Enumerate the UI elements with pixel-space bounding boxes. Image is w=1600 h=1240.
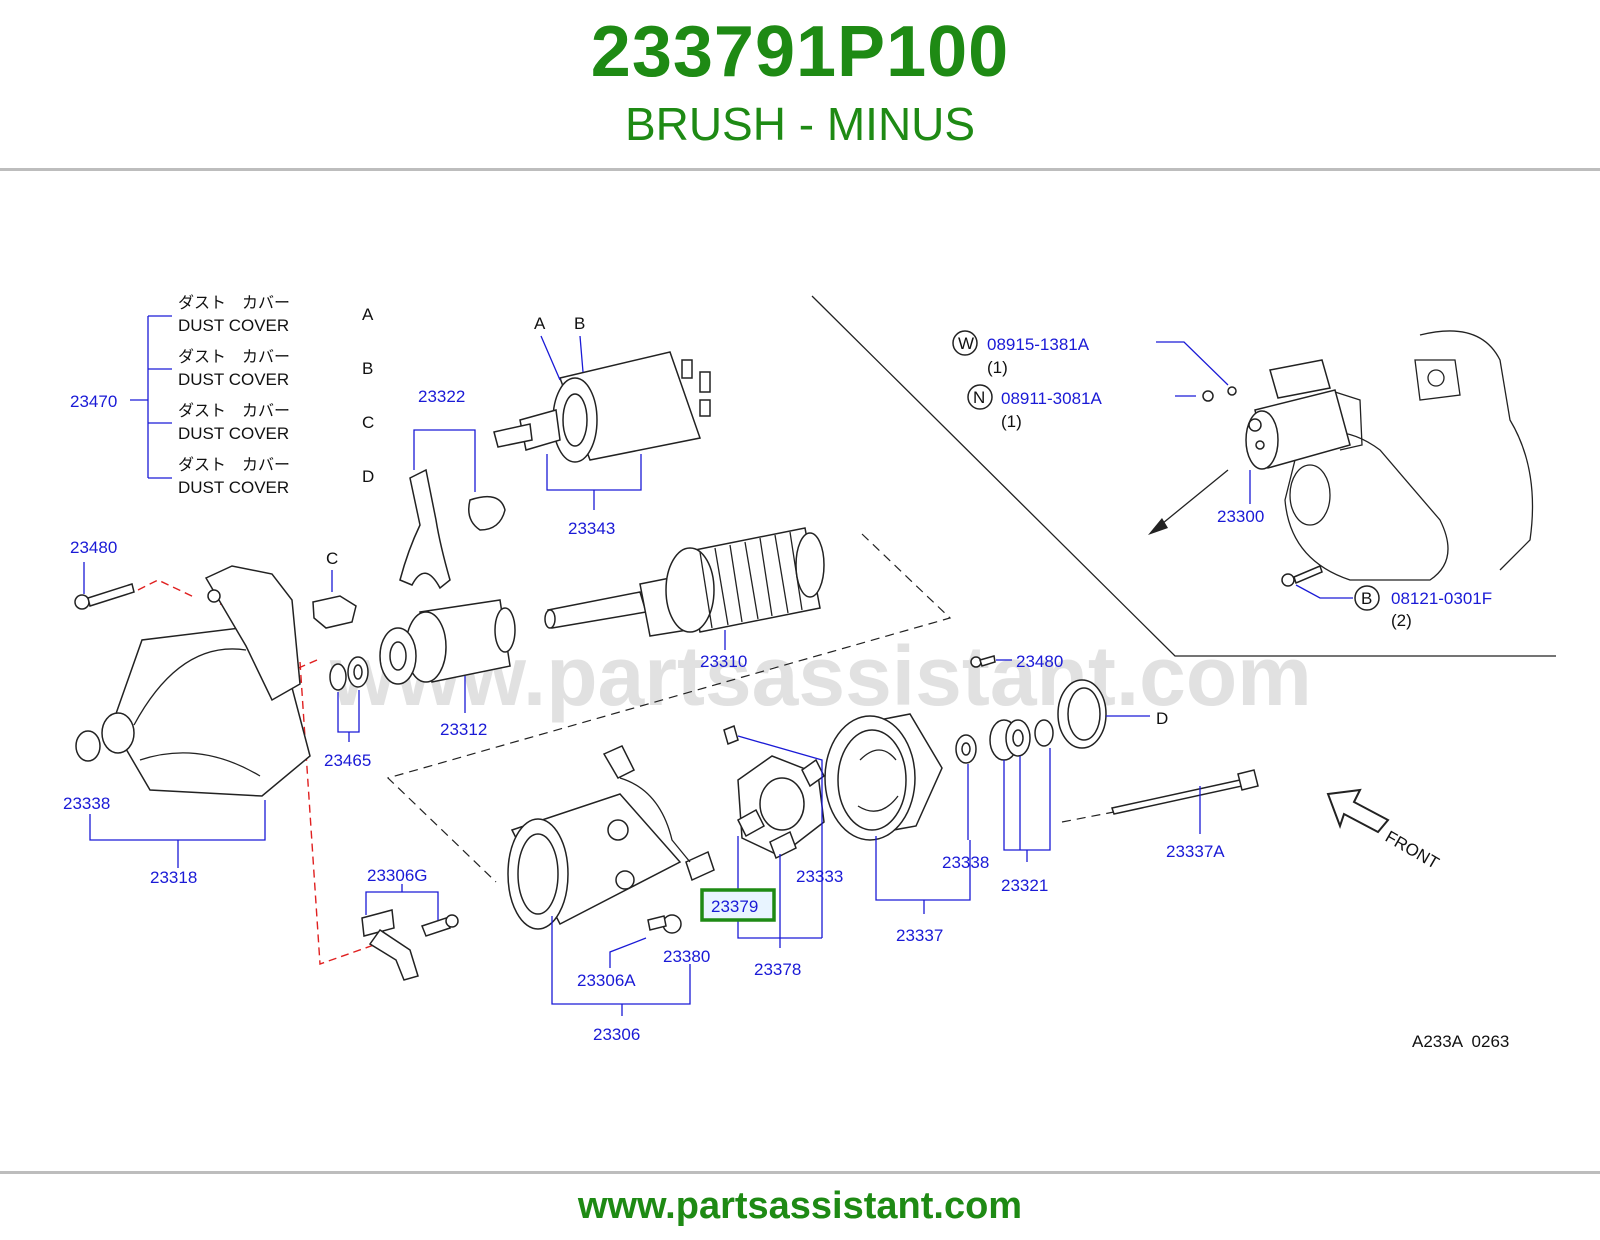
inset-b-qty: (2)	[1391, 611, 1412, 630]
solenoid-switch	[493, 351, 711, 463]
footer-divider	[0, 1171, 1600, 1174]
part-label-23465[interactable]: 23465	[324, 751, 371, 770]
dust-cover-c-cap	[312, 595, 357, 629]
dust-cover-b-letter: B	[362, 359, 373, 378]
armature	[544, 527, 825, 637]
inset-nut-washer	[1202, 386, 1237, 402]
part-label-08911-3081a[interactable]: 08911-3081A	[1001, 389, 1102, 408]
inset-bolt	[1281, 564, 1323, 587]
part-label-23310[interactable]: 23310	[700, 652, 747, 671]
dust-cover-c-jp: ダスト カバー	[178, 401, 290, 420]
cap-letter-c: C	[326, 549, 338, 568]
dust-cover-a-en: DUST COVER	[178, 316, 289, 335]
gear-housing	[101, 565, 311, 797]
inset-direction-arrow	[1148, 518, 1168, 535]
stop-ring-washers	[329, 656, 369, 691]
part-label-23322[interactable]: 23322	[418, 387, 465, 406]
inset-vehicle-view: W 08915-1381A (1) N 08911-3081A (1) 2330…	[811, 295, 1556, 657]
through-bolt-dashed-guide	[1061, 811, 1115, 823]
solenoid-letter-b: B	[574, 314, 585, 333]
dust-cover-b-en: DUST COVER	[178, 370, 289, 389]
inset-starter-motor	[1245, 359, 1363, 470]
part-label-23379[interactable]: 23379	[711, 897, 758, 916]
part-label-23312[interactable]: 23312	[440, 720, 487, 739]
dust-cover-c-letter: C	[362, 413, 374, 432]
dust-cover-legend: 23470 ダスト カバー DUST COVER A ダスト カバー DUST …	[70, 293, 374, 497]
inset-b-mark: B	[1361, 589, 1372, 608]
inset-w-mark: W	[958, 334, 974, 353]
part-label-23480-right[interactable]: 23480	[1016, 652, 1063, 671]
dust-cover-c-en: DUST COVER	[178, 424, 289, 443]
rear-cover	[824, 713, 943, 841]
part-label-23318[interactable]: 23318	[150, 868, 197, 887]
dust-cover-a-jp: ダスト カバー	[178, 293, 290, 312]
part-label-23321[interactable]: 23321	[1001, 876, 1048, 895]
dust-cover-d-cap	[1057, 679, 1107, 749]
part-label-23338-left[interactable]: 23338	[63, 794, 110, 813]
part-number-title: 233791P100	[590, 12, 1010, 92]
screw-23380	[647, 914, 682, 934]
part-label-23470[interactable]: 23470	[70, 392, 117, 411]
exploded-parts-diagram: www.partsassistant.com 23470 ダスト カバー DUS…	[63, 293, 1556, 1051]
part-label-08121-0301f[interactable]: 08121-0301F	[1391, 589, 1492, 608]
cap-letter-d: D	[1156, 709, 1168, 728]
end-bushing-and-shims	[955, 719, 1054, 764]
brush-holder-assembly	[723, 724, 825, 860]
brush-minus-highlight[interactable]: 23379	[700, 888, 776, 922]
inset-n-mark: N	[973, 388, 985, 407]
part-label-23343[interactable]: 23343	[568, 519, 615, 538]
part-label-08915-1381a[interactable]: 08915-1381A	[987, 335, 1090, 354]
inset-n-qty: (1)	[1001, 412, 1022, 431]
inset-w-qty: (1)	[987, 358, 1008, 377]
front-label: FRONT	[1382, 827, 1442, 873]
part-label-23306[interactable]: 23306	[593, 1025, 640, 1044]
dust-cover-a-letter: A	[362, 305, 374, 324]
part-name-subtitle: BRUSH - MINUS	[624, 98, 976, 150]
solenoid-letter-a: A	[534, 314, 546, 333]
part-label-23306a[interactable]: 23306A	[577, 971, 636, 990]
part-label-23337[interactable]: 23337	[896, 926, 943, 945]
part-label-23380[interactable]: 23380	[663, 947, 710, 966]
part-label-23300[interactable]: 23300	[1217, 507, 1264, 526]
cover-screw-right	[970, 655, 996, 668]
diagram-code: A233A 0263	[1412, 1032, 1509, 1051]
yoke-assembly	[507, 745, 715, 930]
housing-bolt-left	[74, 583, 135, 610]
dust-cover-d-letter: D	[362, 467, 374, 486]
pinion-clutch	[379, 599, 516, 685]
part-label-23306g[interactable]: 23306G	[367, 866, 428, 885]
assembly-dashed-guide	[386, 533, 952, 883]
shift-lever-and-spring	[399, 468, 506, 590]
dust-cover-d-en: DUST COVER	[178, 478, 289, 497]
header-divider	[0, 168, 1600, 171]
part-label-23378[interactable]: 23378	[754, 960, 801, 979]
bushing-23338-left	[75, 730, 101, 762]
part-label-23480-left[interactable]: 23480	[70, 538, 117, 557]
page-header: 233791P100 BRUSH - MINUS	[0, 0, 1600, 168]
dust-cover-d-jp: ダスト カバー	[178, 455, 290, 474]
part-label-23337a[interactable]: 23337A	[1166, 842, 1225, 861]
terminal-bracket-23306g	[361, 909, 459, 981]
part-label-23333[interactable]: 23333	[796, 867, 843, 886]
footer-url[interactable]: www.partsassistant.com	[577, 1185, 1023, 1227]
front-direction-indicator: FRONT	[1326, 788, 1442, 873]
through-bolt	[1111, 769, 1259, 815]
dust-cover-b-jp: ダスト カバー	[178, 347, 290, 366]
part-label-23338-right[interactable]: 23338	[942, 853, 989, 872]
